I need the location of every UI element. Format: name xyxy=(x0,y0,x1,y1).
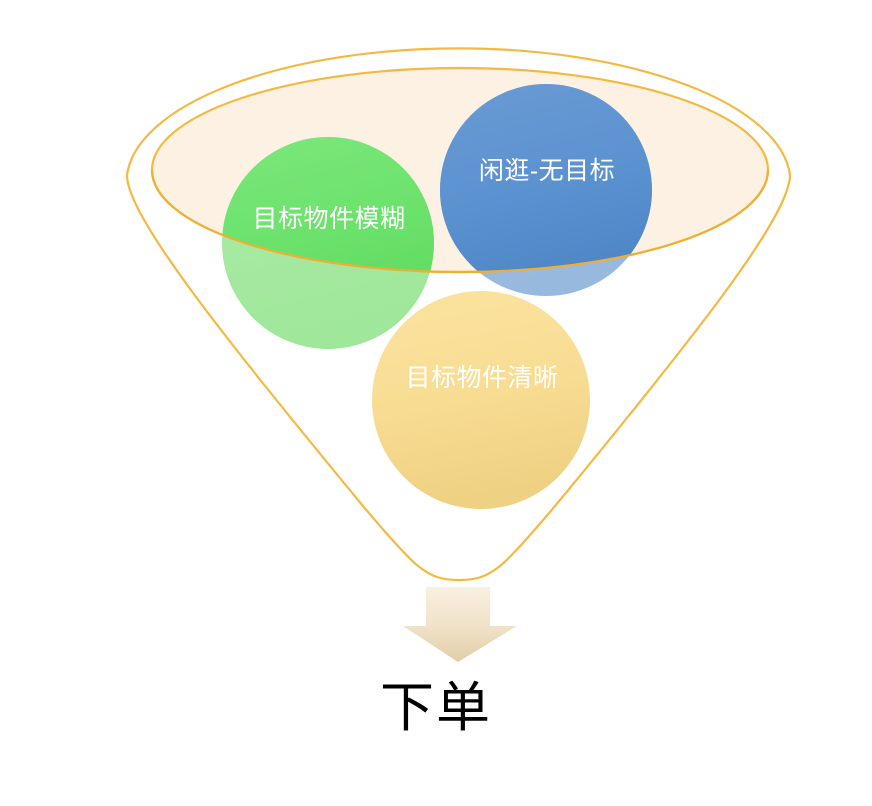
bubble-clear xyxy=(372,291,590,509)
order-label: 下单 xyxy=(380,676,492,739)
bubble-vague xyxy=(222,137,434,349)
bubble-browse xyxy=(440,84,652,296)
bubble-browse-above-rim xyxy=(440,84,652,272)
down-arrow-shape xyxy=(403,587,517,662)
bubble-vague-above-rim xyxy=(222,137,434,272)
down-arrow xyxy=(403,587,517,662)
funnel-rim-front-edge xyxy=(150,169,770,274)
bubble-clear-circle xyxy=(372,291,590,509)
